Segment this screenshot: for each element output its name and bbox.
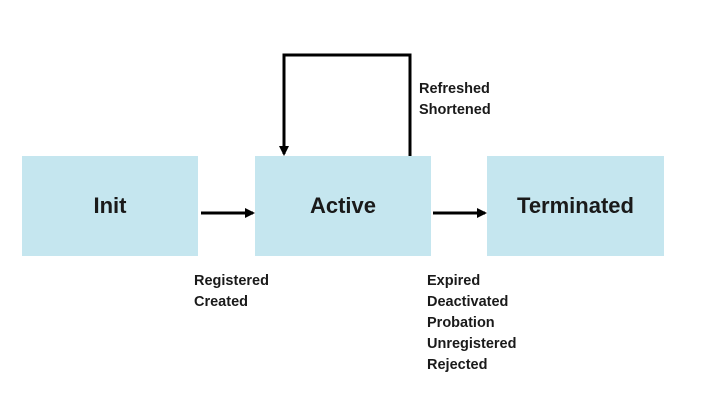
transition-event-registered: Registered bbox=[194, 273, 269, 289]
transition-event-shortened: Shortened bbox=[419, 102, 491, 118]
transition-event-deactivated: Deactivated bbox=[427, 294, 509, 310]
transition-event-refreshed: Refreshed bbox=[419, 81, 490, 97]
transition-label-active-self-loop: Refreshed Shortened bbox=[419, 79, 491, 121]
transition-label-active-to-terminated: Expired Deactivated Probation Unregister… bbox=[427, 271, 516, 376]
state-active-label: Active bbox=[309, 193, 377, 218]
state-terminated-label: Terminated bbox=[517, 193, 634, 218]
transition-label-init-to-active: Registered Created bbox=[194, 271, 269, 313]
transition-event-probation: Probation bbox=[427, 315, 495, 331]
state-active: Active bbox=[255, 156, 431, 256]
transition-event-rejected: Rejected bbox=[427, 357, 488, 373]
state-init: Init bbox=[22, 156, 198, 256]
transition-event-expired: Expired bbox=[427, 273, 481, 289]
state-terminated: Terminated bbox=[487, 156, 664, 256]
state-init-label: Init bbox=[93, 193, 127, 218]
transition-event-unregistered: Unregistered bbox=[427, 336, 517, 352]
transition-event-created: Created bbox=[194, 294, 248, 310]
arrow-active-self-loop bbox=[279, 53, 412, 156]
